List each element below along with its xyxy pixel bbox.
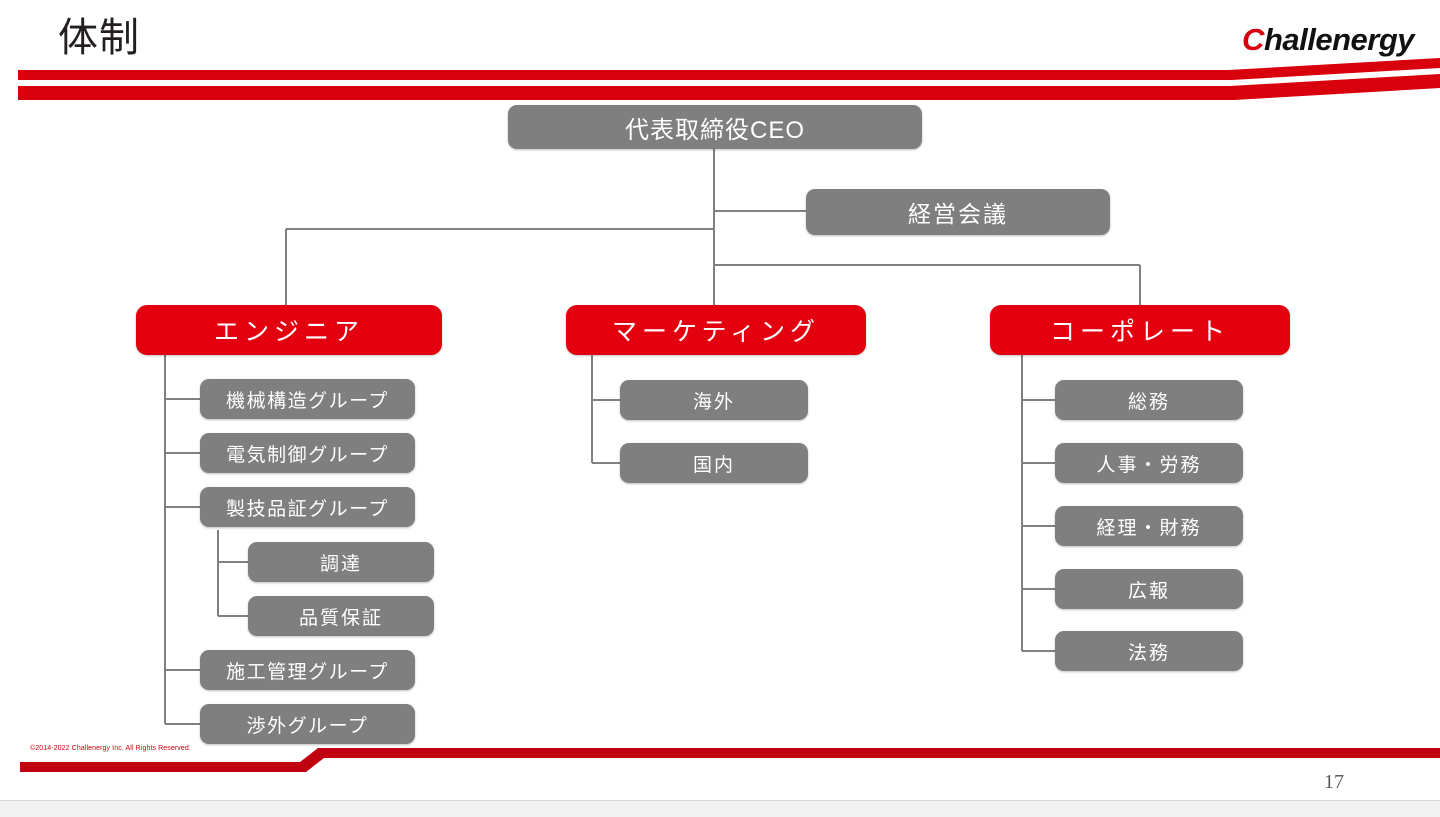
org-node-label: コーポレート bbox=[1049, 318, 1230, 346]
page-number: 17 bbox=[1324, 771, 1344, 793]
org-node-label: 経営会議 bbox=[908, 201, 1008, 227]
org-node-label: 人事・労務 bbox=[1096, 454, 1202, 476]
org-node-label: 広報 bbox=[1127, 580, 1170, 602]
org-node-procurement[interactable]: 調達 bbox=[248, 542, 434, 582]
org-node-engineer[interactable]: エンジニア bbox=[136, 305, 442, 355]
copyright-text: ©2014-2022 Challenergy Inc. All Rights R… bbox=[30, 745, 191, 752]
org-node-quality-assurance[interactable]: 品質保証 bbox=[248, 596, 434, 636]
viewer-bottom-bar bbox=[0, 800, 1440, 817]
org-node-label: マーケティング bbox=[611, 318, 820, 346]
org-node-public-relations[interactable]: 広報 bbox=[1055, 569, 1243, 609]
org-node-label: 国内 bbox=[692, 454, 735, 476]
slide-canvas: 体制 Challenergy bbox=[18, 16, 1440, 793]
org-chart-connectors bbox=[164, 148, 1141, 725]
org-node-electrical-control-group[interactable]: 電気制御グループ bbox=[200, 433, 415, 473]
org-node-accounting-finance[interactable]: 経理・財務 bbox=[1055, 506, 1243, 546]
org-node-overseas[interactable]: 海外 bbox=[620, 380, 808, 420]
org-node-label: 電気制御グループ bbox=[226, 444, 389, 466]
org-node-management-council[interactable]: 経営会議 bbox=[806, 189, 1110, 235]
page-title: 体制 bbox=[58, 16, 140, 60]
logo-wordmark: hallenergy bbox=[1263, 22, 1415, 57]
logo-initial: C bbox=[1242, 22, 1264, 57]
org-node-domestic[interactable]: 国内 bbox=[620, 443, 808, 483]
org-node-human-resources[interactable]: 人事・労務 bbox=[1055, 443, 1243, 483]
org-node-label: 代表取締役CEO bbox=[624, 116, 805, 144]
org-node-label: 製技品証グループ bbox=[226, 498, 389, 520]
org-node-general-affairs[interactable]: 総務 bbox=[1055, 380, 1243, 420]
org-node-external-affairs-group[interactable]: 渉外グループ bbox=[200, 704, 415, 744]
org-node-label: 渉外グループ bbox=[246, 715, 369, 737]
org-node-label: 施工管理グループ bbox=[226, 661, 389, 683]
org-node-label: 海外 bbox=[692, 391, 735, 413]
org-node-label: 品質保証 bbox=[298, 607, 383, 629]
org-node-legal[interactable]: 法務 bbox=[1055, 631, 1243, 671]
challenergy-logo: Challenergy bbox=[1242, 22, 1414, 58]
org-node-production-quality-group[interactable]: 製技品証グループ bbox=[200, 487, 415, 527]
org-node-label: 総務 bbox=[1127, 391, 1170, 413]
org-node-label: 機械構造グループ bbox=[226, 390, 389, 412]
org-node-mechanical-structure-group[interactable]: 機械構造グループ bbox=[200, 379, 415, 419]
org-node-label: 法務 bbox=[1127, 642, 1170, 664]
org-node-label: 経理・財務 bbox=[1096, 517, 1202, 539]
org-node-ceo[interactable]: 代表取締役CEO bbox=[508, 105, 922, 149]
org-node-construction-management-group[interactable]: 施工管理グループ bbox=[200, 650, 415, 690]
org-node-label: エンジニア bbox=[213, 318, 364, 346]
org-node-marketing[interactable]: マーケティング bbox=[566, 305, 866, 355]
org-node-corporate[interactable]: コーポレート bbox=[990, 305, 1290, 355]
org-node-label: 調達 bbox=[319, 553, 362, 575]
